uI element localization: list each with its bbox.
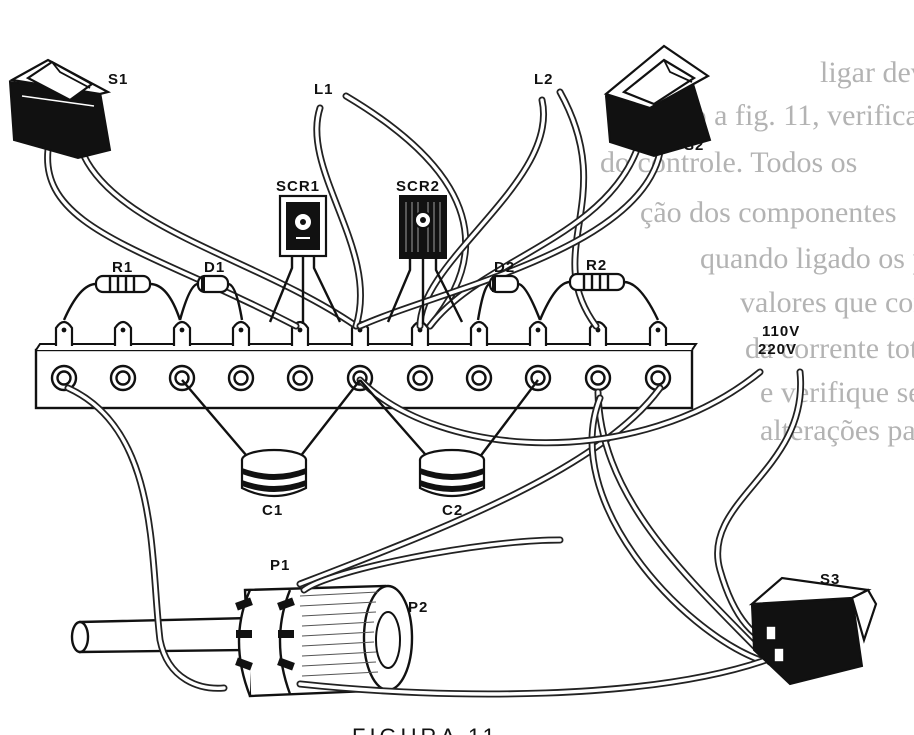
terminal-lug	[54, 320, 74, 346]
bg-line-4: ção dos componentes	[640, 196, 897, 229]
lug-hole	[61, 327, 67, 333]
label-s1: S1	[108, 71, 128, 88]
switch-s1	[8, 58, 112, 160]
insulated-wire-core	[46, 148, 298, 328]
capacitor-c2	[359, 379, 539, 498]
terminal-screw-head	[650, 370, 666, 386]
figure-caption: FIGURA 11	[352, 724, 499, 735]
label-r2: R2	[586, 257, 607, 274]
potentiometer-p1-p2	[235, 584, 414, 698]
terminal-screws	[50, 364, 672, 392]
lug-hole	[476, 327, 482, 333]
terminal-screw-head	[530, 370, 546, 386]
label-l1: L1	[314, 81, 334, 98]
label-s2: S2	[684, 137, 704, 154]
lug-hole	[238, 327, 244, 333]
label-l2: L2	[534, 71, 554, 88]
insulated-wire-core	[358, 370, 762, 445]
terminal-screw-head	[174, 370, 190, 386]
capacitor-c1	[181, 379, 361, 498]
label-p1: P1	[270, 557, 290, 574]
pot-shaft	[70, 616, 252, 654]
insulated-wire-core	[298, 658, 768, 696]
bg-line-6: valores que correspondem as	[740, 286, 914, 319]
terminal-lug	[231, 320, 251, 346]
terminal-screw-head	[115, 370, 131, 386]
terminal-screw-head	[412, 370, 428, 386]
lug-hole	[179, 327, 185, 333]
diode-d1	[178, 274, 244, 321]
label-220v: 220V	[758, 341, 797, 358]
wires	[44, 88, 805, 698]
lug-hole	[535, 327, 541, 333]
terminal-screw-head	[471, 370, 487, 386]
label-d1: D1	[204, 259, 225, 276]
background-text: ligar deve ser feita como a fig. 11, ver…	[600, 56, 914, 447]
bg-line-1: ligar deve ser feita	[820, 56, 914, 89]
insulated-wire-core	[596, 390, 772, 664]
label-scr1: SCR1	[276, 178, 320, 195]
bg-line-5: quando ligado os plugs	[700, 242, 914, 275]
insulated-wire-core	[344, 94, 468, 328]
switch-s3	[748, 576, 878, 686]
terminal-lug	[172, 320, 192, 346]
terminal-screw-head	[590, 370, 606, 386]
terminal-lug	[469, 320, 489, 346]
insulated-wire-core	[82, 154, 358, 328]
resistor-r1	[62, 274, 182, 321]
insulated-wire-core	[298, 386, 662, 586]
terminal-screw-head	[292, 370, 308, 386]
lug-hole	[297, 327, 303, 333]
resistor-r2	[538, 272, 660, 321]
label-d2: D2	[494, 259, 515, 276]
insulated-wire-core	[66, 386, 226, 690]
label-110v: 110V	[762, 323, 800, 340]
insulated-wire-core	[302, 538, 562, 592]
terminal-screw-head	[56, 370, 72, 386]
terminal-screw-head	[233, 370, 249, 386]
diode-d2	[476, 274, 542, 321]
label-p2: P2	[408, 599, 428, 616]
insulated-wire-core	[358, 150, 662, 328]
label-r1: R1	[112, 259, 133, 276]
scr1	[268, 194, 342, 324]
bg-line-8: e verifique se componentes	[760, 376, 914, 409]
bg-line-7: da corrente total relativa	[745, 332, 914, 365]
insulated-wire-core	[315, 106, 363, 328]
switch-s2	[603, 44, 712, 158]
terminal-strip	[34, 320, 698, 410]
component-labels: S1 S2 S3 L1 L2 SCR1 SCR2 R1 D1 D2 R2 C1 …	[108, 71, 840, 616]
terminal-lug	[648, 320, 668, 346]
terminal-lugs	[54, 320, 668, 346]
label-c2: C2	[442, 502, 463, 519]
lug-hole	[655, 327, 661, 333]
scr2	[386, 195, 464, 324]
label-s3: S3	[820, 571, 840, 588]
lug-hole	[120, 327, 126, 333]
label-c1: C1	[262, 502, 283, 519]
terminal-lug	[528, 320, 548, 346]
label-scr2: SCR2	[396, 178, 440, 195]
terminal-lug	[113, 320, 133, 346]
